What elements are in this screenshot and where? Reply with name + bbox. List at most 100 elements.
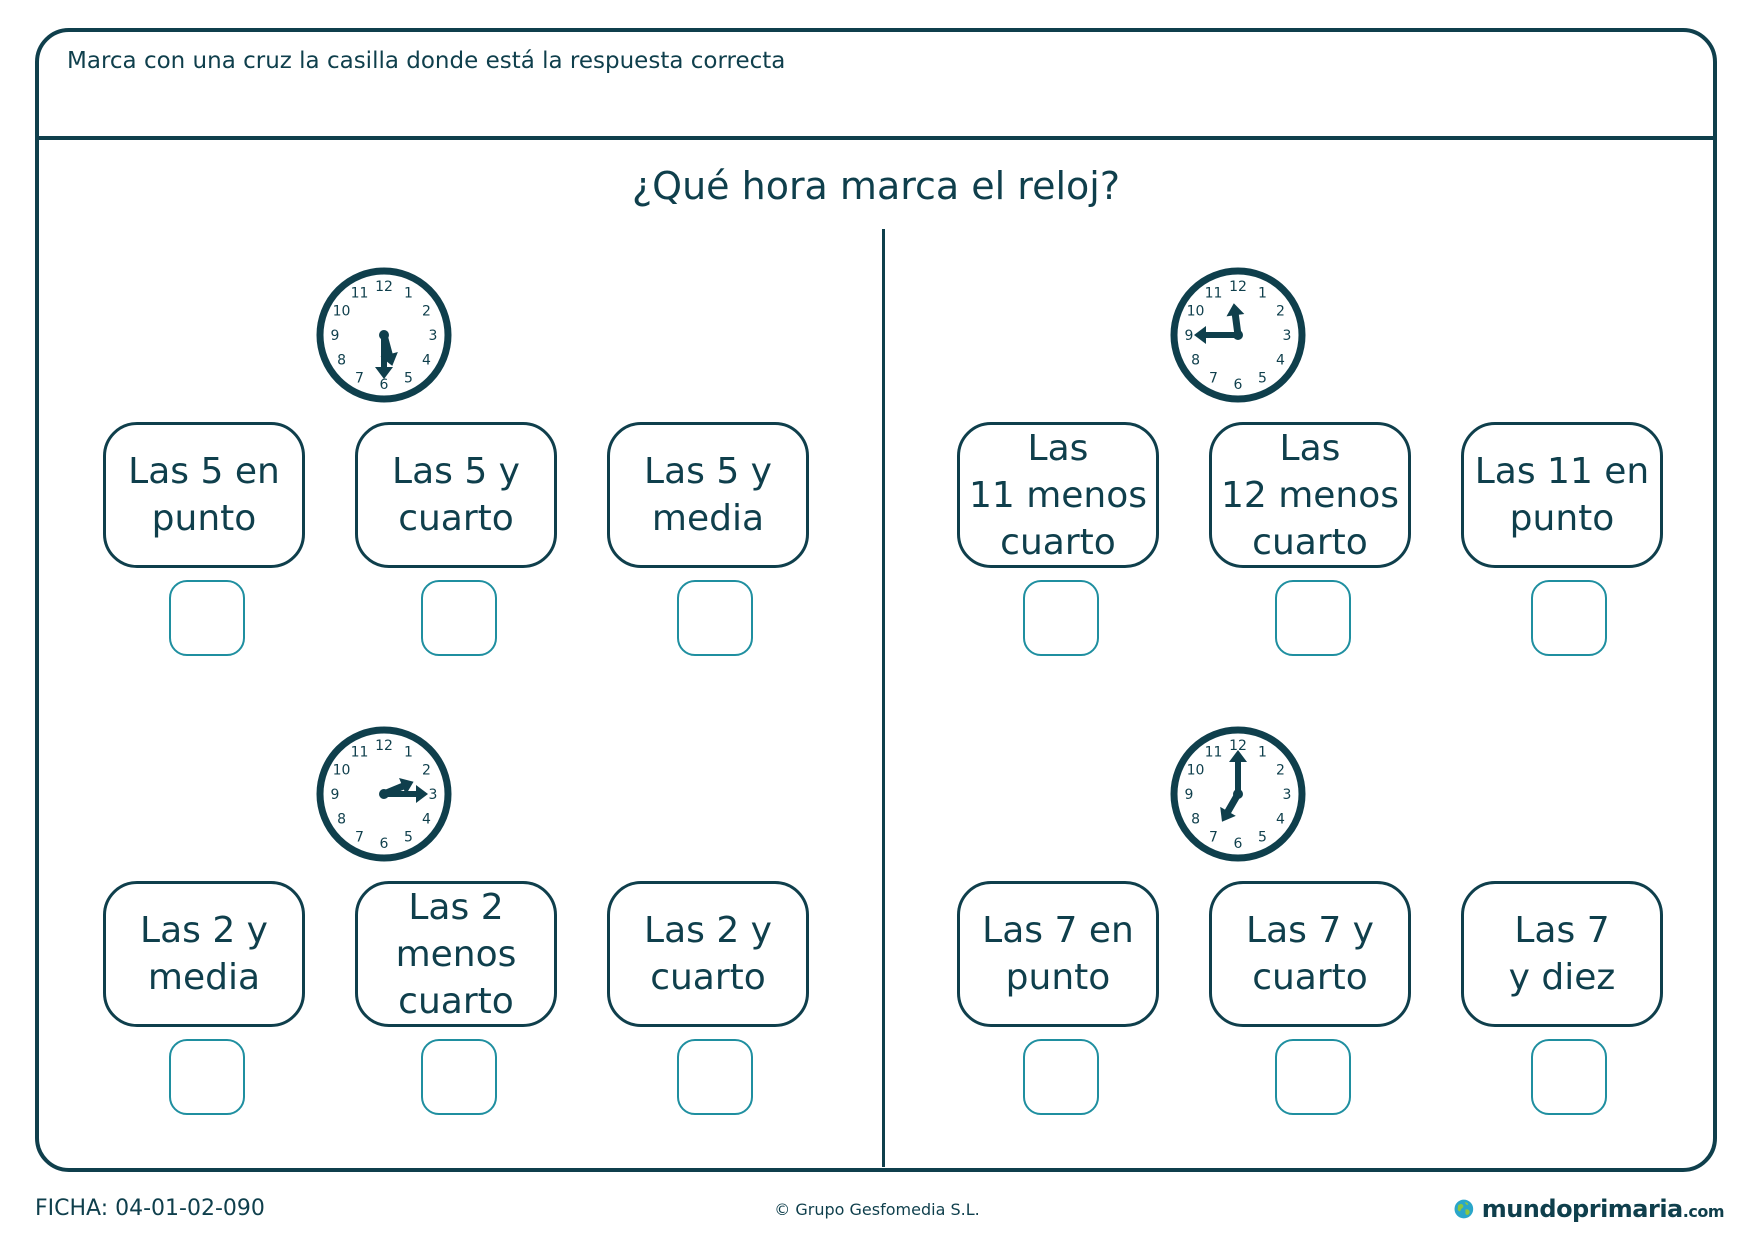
clock-number: 5 bbox=[1258, 829, 1267, 845]
worksheet-frame: Marca con una cruz la casilla donde está… bbox=[35, 28, 1717, 1172]
hour-hand-tip bbox=[1226, 303, 1245, 317]
clock-number: 11 bbox=[351, 745, 369, 761]
clock-number: 7 bbox=[1209, 370, 1218, 386]
answer-checkbox-4-1[interactable] bbox=[1023, 1039, 1099, 1115]
answer-checkbox-1-3[interactable] bbox=[677, 580, 753, 656]
clock-number: 10 bbox=[333, 763, 351, 779]
clock-number: 1 bbox=[1258, 286, 1267, 302]
clock-number: 12 bbox=[1229, 738, 1247, 754]
clock-number: 8 bbox=[1191, 353, 1200, 369]
answer-checkbox-4-3[interactable] bbox=[1531, 1039, 1607, 1115]
answer-option-3-3: Las 2 y cuarto bbox=[607, 881, 809, 1027]
logo-text: mundoprimaria.com bbox=[1481, 1195, 1725, 1223]
clock-number: 4 bbox=[422, 812, 431, 828]
answer-checkbox-3-2[interactable] bbox=[421, 1039, 497, 1115]
answer-option-4-1: Las 7 en punto bbox=[957, 881, 1159, 1027]
clock-number: 12 bbox=[375, 279, 393, 295]
clock-number: 9 bbox=[331, 787, 340, 803]
hour-hand-tip bbox=[399, 778, 414, 795]
clock-number: 7 bbox=[1209, 829, 1218, 845]
clock-hub bbox=[379, 789, 389, 799]
answer-option-1-2: Las 5 y cuarto bbox=[355, 422, 557, 568]
clock-number: 6 bbox=[1234, 377, 1243, 393]
clock-hub bbox=[1233, 330, 1243, 340]
clock-number: 7 bbox=[355, 829, 364, 845]
clock-number: 6 bbox=[380, 377, 389, 393]
clock-number: 9 bbox=[1185, 787, 1194, 803]
clock-number: 10 bbox=[333, 304, 351, 320]
clock-number: 8 bbox=[337, 812, 346, 828]
clock-number: 12 bbox=[1229, 279, 1247, 295]
answer-checkbox-2-1[interactable] bbox=[1023, 580, 1099, 656]
clock-number: 10 bbox=[1187, 763, 1205, 779]
hour-hand-tip bbox=[1220, 806, 1236, 822]
clock-hub bbox=[379, 330, 389, 340]
clock-number: 11 bbox=[1205, 745, 1223, 761]
answer-checkbox-3-1[interactable] bbox=[169, 1039, 245, 1115]
minute-hand-tip bbox=[1194, 326, 1206, 344]
answer-checkbox-3-3[interactable] bbox=[677, 1039, 753, 1115]
minute-hand-tip bbox=[416, 785, 428, 803]
clock-number: 3 bbox=[1283, 787, 1292, 803]
clock-number: 2 bbox=[422, 763, 431, 779]
clock-number: 11 bbox=[351, 286, 369, 302]
answer-checkbox-4-2[interactable] bbox=[1275, 1039, 1351, 1115]
clock-number: 2 bbox=[422, 304, 431, 320]
clock-number: 4 bbox=[1276, 353, 1285, 369]
globe-icon bbox=[1454, 1199, 1474, 1219]
clock-number: 1 bbox=[1258, 745, 1267, 761]
clock-number: 2 bbox=[1276, 763, 1285, 779]
clock-number: 3 bbox=[429, 787, 438, 803]
answer-checkbox-1-2[interactable] bbox=[421, 580, 497, 656]
clock-number: 4 bbox=[422, 353, 431, 369]
question-title: ¿Qué hora marca el reloj? bbox=[631, 164, 1120, 208]
clock-number: 5 bbox=[404, 370, 413, 386]
clock-hub bbox=[1233, 789, 1243, 799]
logo-name: mundoprimaria bbox=[1481, 1195, 1684, 1223]
answer-option-1-1: Las 5 en punto bbox=[103, 422, 305, 568]
answer-option-2-1: Las 11 menos cuarto bbox=[957, 422, 1159, 568]
answer-option-2-3: Las 11 en punto bbox=[1461, 422, 1663, 568]
clock-number: 9 bbox=[1185, 328, 1194, 344]
clock-number: 12 bbox=[375, 738, 393, 754]
clock-number: 9 bbox=[331, 328, 340, 344]
answer-checkbox-2-3[interactable] bbox=[1531, 580, 1607, 656]
clock-number: 1 bbox=[404, 286, 413, 302]
center-divider bbox=[882, 229, 885, 1167]
clock-number: 3 bbox=[1283, 328, 1292, 344]
clock-number: 4 bbox=[1276, 812, 1285, 828]
answer-option-4-3: Las 7 y diez bbox=[1461, 881, 1663, 1027]
clock-number: 2 bbox=[1276, 304, 1285, 320]
hour-hand-tip bbox=[380, 351, 398, 366]
clock-number: 8 bbox=[1191, 812, 1200, 828]
logo-suffix: .com bbox=[1682, 1202, 1725, 1221]
clock-number: 3 bbox=[429, 328, 438, 344]
clock-number: 1 bbox=[404, 745, 413, 761]
clock-number: 5 bbox=[1258, 370, 1267, 386]
header-divider bbox=[39, 136, 1713, 140]
answer-option-1-3: Las 5 y media bbox=[607, 422, 809, 568]
answer-checkbox-2-2[interactable] bbox=[1275, 580, 1351, 656]
answer-option-3-2: Las 2 menos cuarto bbox=[355, 881, 557, 1027]
clock-number: 11 bbox=[1205, 286, 1223, 302]
minute-hand-tip bbox=[375, 367, 393, 379]
clock-number: 5 bbox=[404, 829, 413, 845]
clock-number: 7 bbox=[355, 370, 364, 386]
ficha-code: FICHA: 04-01-02-090 bbox=[35, 1196, 265, 1221]
answer-checkbox-1-1[interactable] bbox=[169, 580, 245, 656]
answer-option-2-2: Las 12 menos cuarto bbox=[1209, 422, 1411, 568]
clock-number: 8 bbox=[337, 353, 346, 369]
minute-hand-tip bbox=[1229, 750, 1247, 762]
answer-option-4-2: Las 7 y cuarto bbox=[1209, 881, 1411, 1027]
mundoprimaria-logo[interactable]: mundoprimaria.com bbox=[1454, 1188, 1725, 1230]
copyright-text: © Grupo Gesfomedia S.L. bbox=[774, 1200, 980, 1219]
clock-number: 6 bbox=[1234, 836, 1243, 852]
clock-number: 10 bbox=[1187, 304, 1205, 320]
answer-option-3-1: Las 2 y media bbox=[103, 881, 305, 1027]
clock-number: 6 bbox=[380, 836, 389, 852]
instruction-text: Marca con una cruz la casilla donde está… bbox=[67, 48, 786, 74]
